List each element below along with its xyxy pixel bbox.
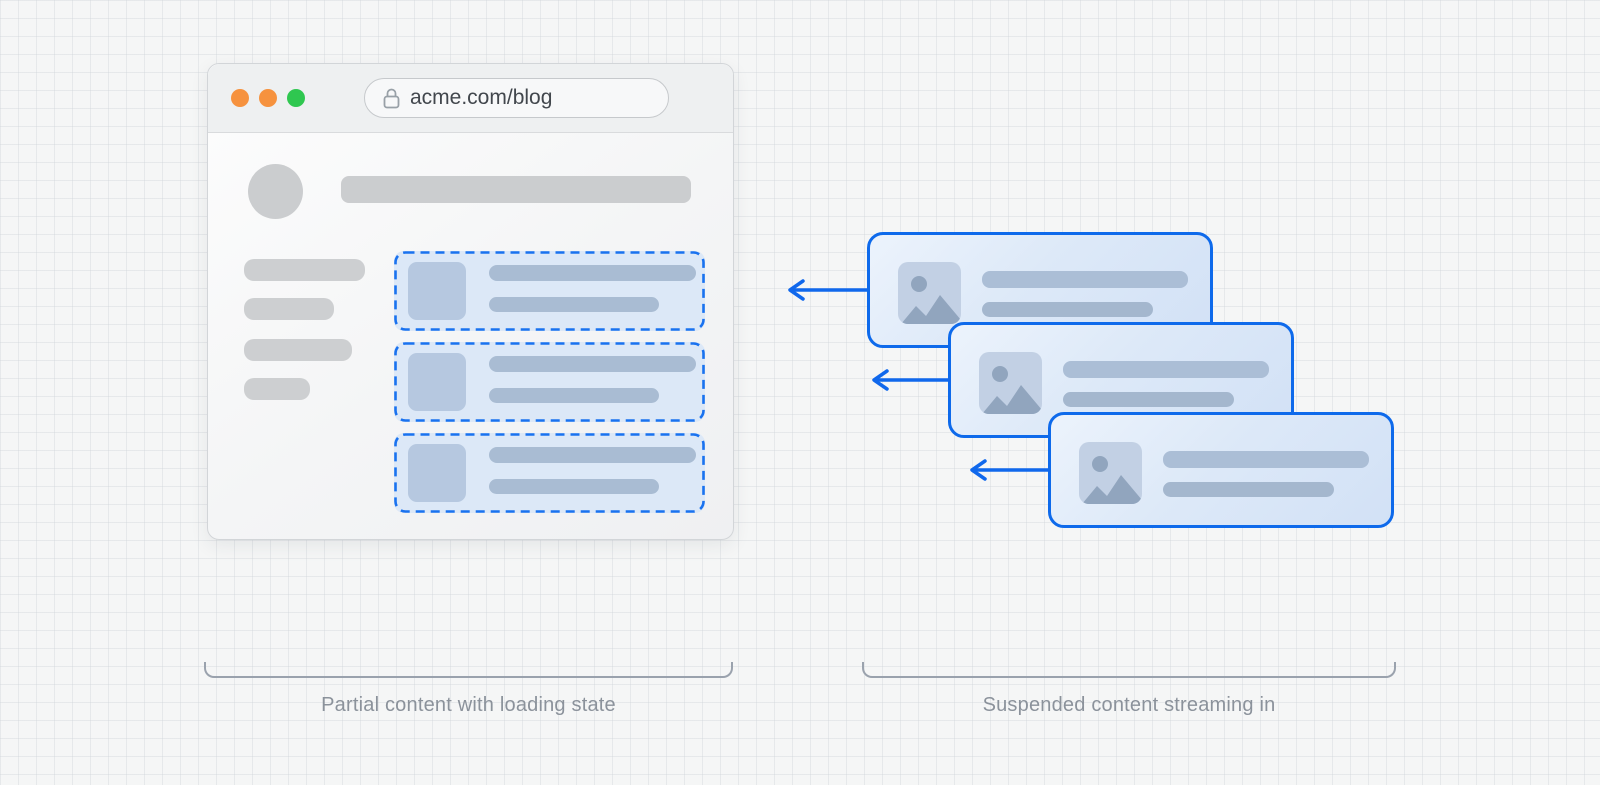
lock-icon (383, 88, 400, 108)
text-skeleton-bar (489, 479, 659, 494)
text-skeleton-bar (1163, 482, 1334, 497)
left-arrow-icon (970, 459, 1049, 481)
window-button-zoom (287, 89, 305, 107)
sidebar-skeleton-bar (244, 339, 352, 361)
heading-placeholder (341, 176, 691, 203)
text-skeleton-bar (489, 265, 696, 281)
image-skeleton (408, 444, 466, 502)
image-icon (979, 352, 1042, 414)
window-button-close (231, 89, 249, 107)
loading-placeholder-card (394, 342, 705, 422)
caption-right: Suspended content streaming in (982, 694, 1276, 716)
image-skeleton (408, 353, 466, 411)
window-controls (231, 89, 305, 107)
text-skeleton-bar (489, 447, 696, 463)
image-skeleton (408, 262, 466, 320)
sidebar-skeleton-bar (244, 378, 310, 400)
sidebar-skeleton-bar (244, 298, 334, 320)
avatar-placeholder (248, 164, 303, 219)
dashed-border (394, 433, 705, 513)
text-skeleton-bar (1063, 361, 1269, 378)
browser-titlebar: acme.com/blog (208, 64, 733, 133)
url-text: acme.com/blog (410, 86, 553, 109)
loading-placeholder-card (394, 251, 705, 331)
url-bar: acme.com/blog (364, 78, 669, 118)
streaming-card (1048, 412, 1394, 528)
text-skeleton-bar (1163, 451, 1369, 468)
streaming-card (867, 232, 1213, 348)
image-icon (1079, 442, 1142, 504)
bracket-left (204, 662, 733, 678)
left-arrow-icon (872, 369, 951, 391)
text-skeleton-bar (489, 388, 659, 403)
text-skeleton-bar (982, 271, 1188, 288)
dashed-border (394, 342, 705, 422)
loading-placeholder-card (394, 433, 705, 513)
sidebar-skeleton-bar (244, 259, 365, 281)
text-skeleton-bar (489, 356, 696, 372)
image-icon (898, 262, 961, 324)
bracket-right (862, 662, 1396, 678)
left-arrow-icon (788, 279, 867, 301)
window-button-minimize (259, 89, 277, 107)
dashed-border (394, 251, 705, 331)
text-skeleton-bar (982, 302, 1153, 317)
text-skeleton-bar (489, 297, 659, 312)
text-skeleton-bar (1063, 392, 1234, 407)
caption-left: Partial content with loading state (321, 694, 616, 716)
browser-window: acme.com/blog (207, 63, 734, 540)
